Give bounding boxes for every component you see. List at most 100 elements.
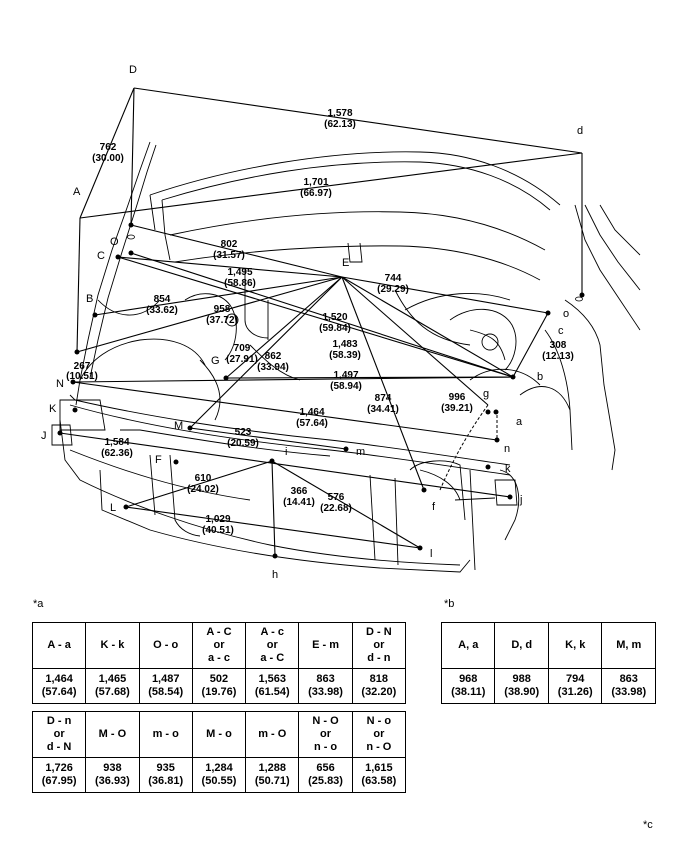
dim-802-mm: 802	[221, 239, 238, 250]
point-label-L: L	[110, 502, 116, 514]
table-cell: 863 (33.98)	[298, 668, 353, 704]
table-header-row: A - a K - k O - o A - C or a - c A - c o…	[31, 622, 407, 669]
table-cell: 1,726 (67.95)	[31, 757, 87, 793]
dimension-lines	[59, 87, 583, 557]
point-label-m: m	[356, 446, 365, 458]
dim-523-mm: 523	[235, 427, 252, 438]
point-label-d: d	[577, 125, 583, 137]
table-header-row: A, a D, d K, k M, m	[440, 622, 656, 669]
table-cell: 968 (38.11)	[440, 668, 496, 704]
dim-AD-mm: 762	[100, 142, 117, 153]
point-label-K: K	[49, 403, 57, 415]
dim-854-mm: 854	[154, 294, 171, 305]
dim-576-mm: 576	[328, 492, 345, 503]
point-label-f: f	[432, 501, 436, 513]
table-cell: K - k	[85, 622, 140, 669]
table-cell: 1,284 (50.55)	[191, 757, 247, 793]
dim-576-in: (22.68)	[320, 503, 352, 514]
dim-709-in: (27.91)	[226, 354, 258, 365]
dim-862-mm: 862	[265, 351, 282, 362]
measurement-points	[57, 222, 585, 559]
table-cell: D - N or d - n	[351, 622, 407, 669]
point-label-l: l	[430, 548, 432, 560]
dim-1029-in: (40.51)	[202, 525, 234, 536]
dim-1520-in: (59.84)	[319, 323, 351, 334]
dim-958-in: (37.72)	[206, 315, 238, 326]
point-label-A: A	[73, 186, 81, 198]
point-label-J: J	[41, 430, 47, 442]
dim-996-in: (39.21)	[441, 403, 473, 414]
dim-1495-in: (58.86)	[224, 278, 256, 289]
dimension-table-a-row1: A - a K - k O - o A - C or a - c A - c o…	[31, 622, 407, 704]
dim-267-in: (10.51)	[66, 371, 98, 382]
dim-958-mm: 958	[214, 304, 231, 315]
hidden-dimension-lines	[439, 404, 498, 491]
point-label-C: C	[97, 250, 105, 262]
point-label-O: O	[110, 236, 119, 248]
dim-Ad-in: (66.97)	[300, 188, 332, 199]
table-cell: M - o	[191, 711, 247, 758]
point-label-B: B	[86, 293, 93, 305]
point-label-n: n	[504, 443, 510, 455]
point-label-g: g	[483, 388, 489, 400]
table-cell: m - O	[245, 711, 300, 758]
table-cell: 502 (19.76)	[191, 668, 247, 704]
point-label-F: F	[155, 454, 162, 466]
table-cell: 818 (32.20)	[351, 668, 407, 704]
point-label-D: D	[129, 64, 137, 76]
table-cell: 1,563 (61.54)	[245, 668, 300, 704]
dim-366-mm: 366	[291, 486, 308, 497]
dim-1483-mm: 1,483	[332, 339, 357, 350]
point-label-i: i	[285, 446, 287, 458]
dim-1495-mm: 1,495	[227, 267, 252, 278]
table-cell: E - m	[298, 622, 353, 669]
point-label-o: o	[563, 308, 569, 320]
dim-Dd-in: (62.13)	[324, 119, 356, 130]
hole-O	[127, 234, 135, 240]
dim-854-in: (33.62)	[146, 305, 178, 316]
point-label-G: G	[211, 355, 220, 367]
table-cell: m - o	[138, 711, 193, 758]
dim-366-in: (14.41)	[283, 497, 315, 508]
table-cell: D, d	[494, 622, 549, 669]
dim-862-in: (33.94)	[257, 362, 289, 373]
table-cell: 1,288 (50.71)	[245, 757, 300, 793]
dim-1464-in: (57.64)	[296, 418, 328, 429]
point-label-c: c	[558, 325, 564, 337]
dim-1584-mm: 1,584	[104, 437, 129, 448]
table-cell: A - a	[31, 622, 87, 669]
dim-1497-in: (58.94)	[330, 381, 362, 392]
dim-874-mm: 874	[375, 393, 392, 404]
table-cell: 863 (33.98)	[601, 668, 656, 704]
vehicle-body-dimension-diagram: D d A O C B N K J E G M F L i m h l f j …	[41, 64, 641, 581]
table-cell: 1,465 (57.68)	[85, 668, 140, 704]
dimension-table-a-row2: D - n or d - N M - O m - o M - o m - O N…	[31, 711, 407, 793]
dim-744-mm: 744	[385, 273, 402, 284]
note-a: *a	[33, 598, 44, 610]
table-cell: N - o or n - O	[351, 711, 407, 758]
dim-744-in: (29.29)	[377, 284, 409, 295]
dimension-table-b: A, a D, d K, k M, m 968 (38.11) 988 (38.…	[440, 622, 656, 704]
dim-308-mm: 308	[550, 340, 567, 351]
point-label-h: h	[272, 569, 278, 581]
table-cell: M - O	[85, 711, 140, 758]
dim-610-mm: 610	[195, 473, 212, 484]
body-structure-outline	[51, 141, 641, 573]
dim-1497-mm: 1,497	[333, 370, 358, 381]
table-cell: 1,615 (63.58)	[351, 757, 407, 793]
dim-Ad-mm: 1,701	[303, 177, 328, 188]
dim-802-in: (31.57)	[213, 250, 245, 261]
dim-523-in: (20.59)	[227, 438, 259, 449]
point-label-E: E	[342, 257, 349, 269]
table-cell: A, a	[440, 622, 496, 669]
point-label-b: b	[537, 371, 543, 383]
dim-308-in: (12.13)	[542, 351, 574, 362]
table-header-row: D - n or d - N M - O m - o M - o m - O N…	[31, 711, 407, 758]
dim-996-mm: 996	[449, 392, 466, 403]
hole-o	[575, 296, 583, 302]
dim-1584-in: (62.36)	[101, 448, 133, 459]
dim-874-in: (34.41)	[367, 404, 399, 415]
table-cell: N - O or n - o	[298, 711, 353, 758]
table-cell: K, k	[547, 622, 603, 669]
point-label-N: N	[56, 378, 64, 390]
